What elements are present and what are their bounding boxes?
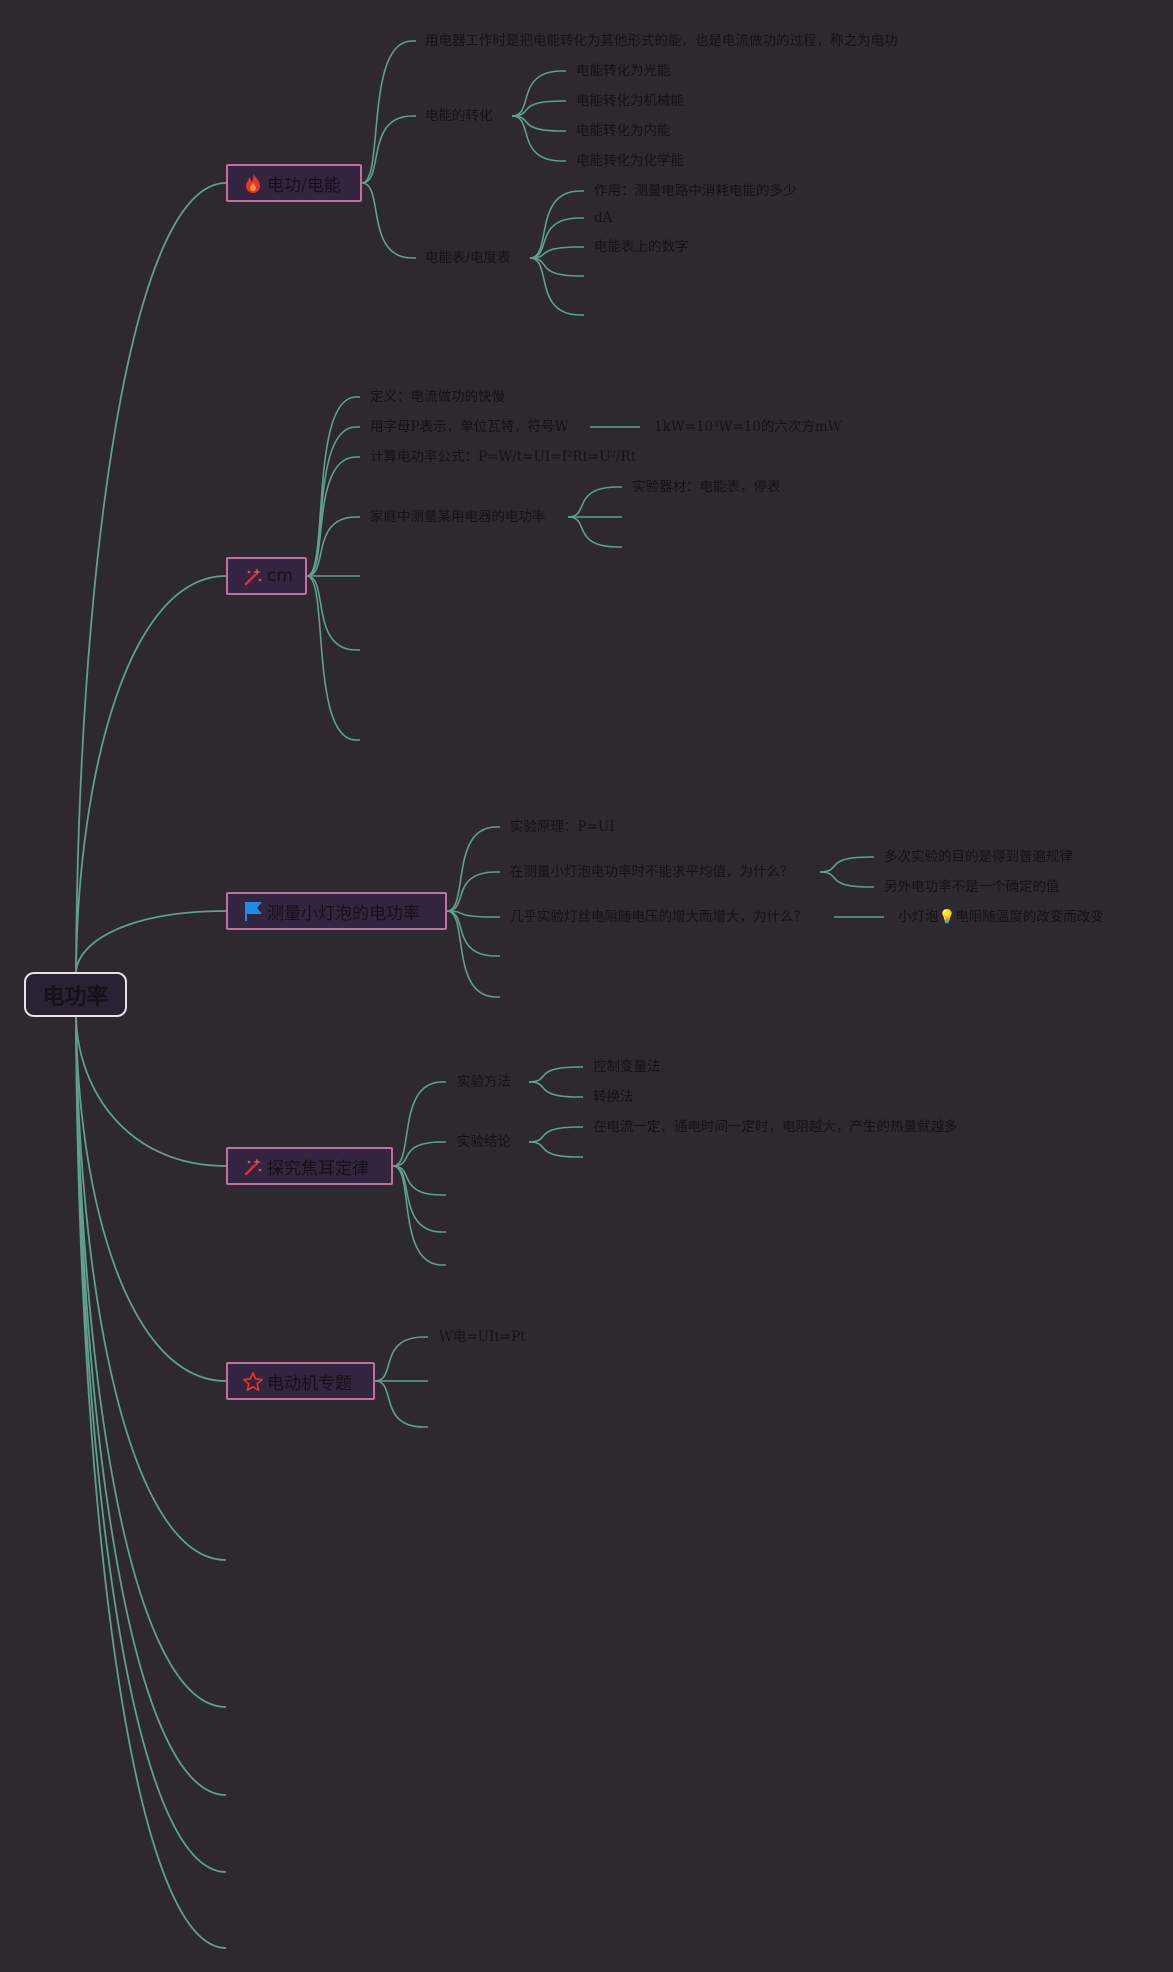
connector-line (529, 257, 584, 277)
node-text[interactable]: 控制变量法 (593, 1059, 661, 1075)
sparkle-icon (242, 1155, 264, 1177)
connector-line (529, 257, 584, 316)
connector-line (75, 1016, 227, 1873)
connector-line (306, 516, 360, 577)
connector-line (306, 456, 360, 577)
node-text[interactable]: 小灯泡💡电阻随温度的改变而改变 (898, 909, 1104, 925)
node-text[interactable]: 多次实验的目的是得到普遍规律 (884, 849, 1073, 865)
node-text[interactable]: 电能转化为机械能 (576, 93, 684, 109)
connector-line (75, 575, 227, 973)
connector-line (392, 1165, 446, 1266)
node-text[interactable]: 几乎实验灯丝电阻随电压的增大而增大，为什么？ (510, 909, 807, 925)
connector-line (361, 40, 416, 184)
connector-line (511, 115, 566, 162)
connector-line (392, 1165, 446, 1196)
connector-line (446, 910, 500, 998)
connector-line (392, 1165, 446, 1233)
connector-line (528, 1066, 583, 1083)
connector-line (392, 1141, 446, 1167)
branch-title: cm (267, 566, 293, 586)
node-text[interactable]: 另外电功率不是一个确定的值 (884, 879, 1060, 895)
node-text[interactable]: 实验结论 (457, 1134, 511, 1150)
star-icon (242, 1370, 264, 1392)
node-text[interactable]: 电能表上的数字 (594, 239, 689, 255)
flag-icon (242, 900, 264, 922)
connector-line (361, 182, 416, 259)
connector-line (75, 1016, 227, 1561)
branch-title: 电功/电能 (267, 175, 341, 196)
branch-motor-topic[interactable]: 电动机专题 (226, 1362, 375, 1400)
connector-line (446, 910, 500, 918)
connector-line (75, 1016, 227, 1167)
node-text[interactable]: 电能转化为光能 (576, 63, 671, 79)
connector-line (446, 871, 500, 912)
connector-line (528, 1141, 583, 1158)
connector-line (567, 516, 622, 548)
connector-line (529, 246, 584, 259)
connector-line (306, 426, 360, 577)
node-text[interactable]: 1kW=10³W=10的六次方mW (654, 419, 842, 435)
connector-line (306, 396, 360, 577)
node-text[interactable]: 计算电功率公式：P=W/t=UI=I²Rt=U²/Rt (370, 449, 637, 465)
node-text[interactable]: 实验器材：电能表，停表 (632, 479, 781, 495)
connector-line (361, 115, 416, 184)
connector-line (75, 182, 227, 973)
node-text[interactable]: 电能转化为内能 (576, 123, 671, 139)
branch-electric-work[interactable]: 电功/电能 (226, 164, 362, 202)
root-node[interactable]: 电功率 (24, 972, 127, 1017)
connector-line (392, 1081, 446, 1167)
node-text[interactable]: 实验原理：P=UI (510, 819, 615, 835)
connector-line (374, 1336, 428, 1382)
connector-line (819, 856, 874, 873)
connector-line (819, 871, 874, 888)
branch-joule-law[interactable]: 探究焦耳定律 (226, 1147, 393, 1185)
connector-line (511, 70, 566, 117)
connector-line (529, 217, 584, 259)
connector-line (306, 575, 360, 741)
node-text[interactable]: 实验方法 (457, 1074, 511, 1090)
node-text[interactable]: 电能表/电度表 (425, 250, 511, 266)
connector-line (75, 1016, 227, 1796)
connector-line (446, 910, 500, 957)
branch-title: 电动机专题 (267, 1373, 352, 1394)
connector-line (567, 486, 622, 518)
node-text[interactable]: 电能转化为化学能 (576, 153, 684, 169)
connector-line (75, 1016, 227, 1382)
node-text[interactable]: 电能的转化 (425, 108, 493, 124)
connector-line (511, 100, 566, 117)
connector-line (374, 1380, 428, 1428)
connector-line (528, 1081, 583, 1098)
branch-title: 测量小灯泡的电功率 (267, 903, 420, 924)
connector-line (75, 910, 227, 973)
node-text[interactable]: 用电器工作时是把电能转化为其他形式的能，也是电流做功的过程，称之为电功 (425, 33, 898, 49)
sparkle-icon (242, 565, 264, 587)
node-text[interactable]: 作用：测量电路中消耗电能的多少 (594, 183, 797, 199)
node-text[interactable]: 用字母P表示，单位瓦特，符号W (370, 419, 569, 435)
connector-line (529, 190, 584, 259)
branch-title: 探究焦耳定律 (267, 1158, 369, 1179)
node-text[interactable]: 在电流一定、通电时间一定时，电阻越大，产生的热量就越多 (593, 1119, 958, 1135)
node-text[interactable]: 定义：电流做功的快慢 (370, 389, 505, 405)
connector-line (528, 1126, 583, 1143)
fire-icon (242, 172, 264, 194)
node-text[interactable]: W电=UIt=Pt (439, 1329, 526, 1345)
connector-line (75, 1016, 227, 1708)
branch-cm[interactable]: cm (226, 557, 307, 595)
connector-line (306, 575, 360, 651)
node-text[interactable]: dA (594, 210, 613, 226)
node-text[interactable]: 在测量小灯泡电功率时不能求平均值，为什么？ (510, 864, 794, 880)
connector-line (75, 1016, 227, 1949)
connector-line (511, 115, 566, 132)
branch-measure-bulb-power[interactable]: 测量小灯泡的电功率 (226, 892, 447, 930)
node-text[interactable]: 转换法 (593, 1089, 634, 1105)
connector-line (446, 826, 500, 912)
node-text[interactable]: 家庭中测量某用电器的电功率 (370, 509, 546, 525)
